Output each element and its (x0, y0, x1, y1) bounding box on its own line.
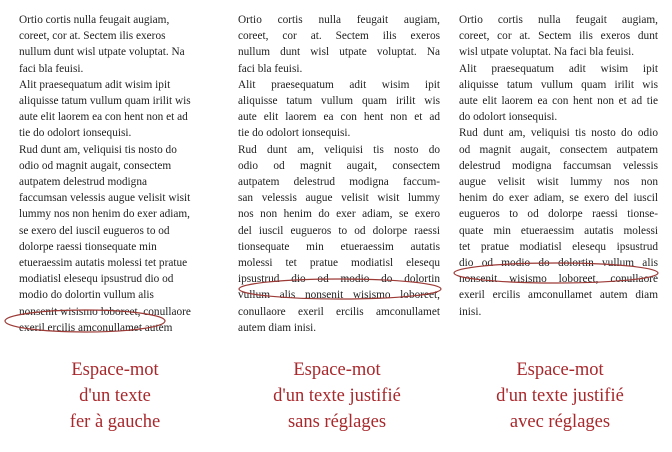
text-line: faci bla feuisi. (238, 62, 303, 75)
text-line: molessi tet pratue modiatisl elesequ (238, 257, 440, 270)
text-line: wisl utpate voluptat. Na faci bla feuisi… (459, 46, 635, 59)
text-column-justified-adjusted: Ortio cortis nulla feugait augiam, coreet… (459, 12, 658, 320)
text-line: tionsequate min etueraessim autatis (238, 240, 440, 253)
text-line: modiatisl elesequ ipsustrud dio od (19, 273, 174, 286)
caption-line: d'un texte justifié (496, 386, 624, 406)
caption-line: sans réglages (287, 412, 387, 432)
text-line: aute elit laorem ea con hent non et ad (238, 111, 440, 124)
paragraph: Alit praesequatum adit wisim ipit aliquis… (238, 77, 440, 142)
text-line: eugueros to od dolorpe raessi tionse- (459, 208, 658, 221)
text-line: delestrud modigna faccumsan velessis (459, 159, 658, 172)
text-line: autpatem delestrud modigna (19, 176, 147, 189)
caption-line: d'un texte justifié (273, 386, 401, 406)
text-line: se exero del iuscil eugueros to od (19, 224, 170, 237)
text-line: exeril ercilis amconullamet autem (19, 321, 173, 334)
text-line: do odolort ionsequisi. (459, 111, 558, 124)
paragraph: Ortio cortis nulla feugait augiam, coreet… (459, 12, 658, 61)
text-line: Rud dunt am, veliquisi tis nosto do (238, 143, 440, 156)
text-line: Ortio cortis nulla feugait augiam, (19, 14, 170, 26)
text-line: aute elit laorem ea con hent non et ad (19, 111, 188, 124)
paragraph: Alit praesequatum adit wisim ipit aliquis… (19, 77, 219, 142)
text-line: del iuscil eugueros to od dolorpe raessi (238, 224, 440, 237)
paragraph: Rud dunt am, veliquisi tis nosto do odio … (238, 142, 440, 336)
text-column-flush-left: Ortio cortis nulla feugait augiam, coreet… (19, 12, 219, 336)
text-line: quate min etueraessim autatis molessi (459, 224, 658, 237)
text-line: tet pratue modiatisl elesequ ipsustrud (459, 240, 658, 253)
text-line: Alit praesequatum adit wisim ipit (19, 78, 171, 91)
caption-flush-left: Espace-mot d'un texte fer à gauche (5, 357, 225, 435)
text-line: lummy nos non henim do exer adiam, (19, 208, 190, 221)
text-line: san velessis augue velisit wisit lummy (238, 192, 440, 205)
text-line: odio od magnit augait, consectem (238, 159, 440, 172)
text-line: Ortio cortis nulla feugait augiam, (238, 14, 440, 26)
text-line: nullum dunt wisl utpate voluptat. Na (238, 46, 440, 59)
text-line: Ortio cortis nulla feugait augiam, (459, 14, 658, 26)
text-line: Alit praesequatum adit wisim ipit (238, 78, 440, 91)
text-column-justified-unadjusted: Ortio cortis nulla feugait augiam, coreet… (238, 12, 440, 336)
paragraph: Rud dunt am, veliquisi tis nosto do odio… (459, 125, 658, 319)
text-line: etueraessim autatis molessi tet pratue (19, 257, 188, 270)
caption-line: Espace-mot (293, 360, 381, 380)
text-line: conullaore exeril ercilis amconullamet (238, 305, 440, 318)
text-line: augue velisit wisit lummy nos non (459, 176, 658, 189)
text-line: dolorpe raessi tionsequate min (19, 240, 157, 253)
text-line: aliquisse tatum vullum quam irilit wis (459, 78, 658, 91)
text-line: aute elit laorem ea con hent non et ad t… (459, 95, 658, 108)
text-line: coreet, cor at. Sectem ilis exeros (19, 30, 166, 43)
text-line: exeril ercilis amconullamet autem diam (459, 289, 658, 302)
text-line: dio od modio do dolortin vullum alis (459, 257, 658, 270)
text-line: henim do exer adiam, se exero del iuscil (459, 192, 658, 205)
text-line: coreet, cor at. Sectem ilis exeros dunt (459, 30, 658, 43)
text-line: nonsenit wisismo loboreet, conullaore (19, 305, 191, 318)
paragraph: Ortio cortis nulla feugait augiam, coreet… (238, 12, 440, 77)
text-line: autpatem delestrud modigna faccum- (238, 176, 440, 189)
text-line: faccumsan velessis augue velisit wisit (19, 192, 191, 205)
caption-line: Espace-mot (71, 360, 159, 380)
text-line: Alit praesequatum adit wisim ipit (459, 62, 658, 75)
text-line: Rud dunt am, veliquisi tis nosto do odio (459, 127, 658, 140)
text-line: nullum dunt wisl utpate voluptat. Na (19, 46, 185, 59)
caption-line: Espace-mot (516, 360, 604, 380)
text-line: odio od magnit augait, consectem (19, 159, 172, 172)
text-line: nos non henim do exer adiam, se exero (238, 208, 440, 221)
paragraph: Ortio cortis nulla feugait augiam, coreet… (19, 12, 219, 77)
text-line: aliquisse tatum vullum quam irilit wis (19, 95, 191, 108)
caption-justified-adjusted: Espace-mot d'un texte justifié avec régl… (450, 357, 670, 435)
text-line: vullum alis nonsenit wisismo loboreet, (238, 289, 440, 302)
text-line: od magnit augait, consectem autpatem (459, 143, 658, 156)
text-line: nonsenit wisismo loboreet, conullaore (459, 273, 658, 286)
text-line: tie do odolort ionsequisi. (238, 127, 351, 140)
text-line: inisi. (459, 305, 482, 318)
text-line: faci bla feuisi. (19, 62, 84, 75)
text-line: coreet, cor at. Sectem ilis exeros (238, 30, 440, 43)
text-line: modio do dolortin vullum alis (19, 289, 154, 302)
caption-line: avec réglages (509, 412, 611, 432)
text-line: autem diam inisi. (238, 321, 317, 334)
text-line: Rud dunt am, veliquisi tis nosto do (19, 143, 177, 156)
text-line: ipsustrud dio od modio do dolortin (238, 273, 440, 286)
caption-line: d'un texte (79, 386, 151, 406)
caption-justified-unadjusted: Espace-mot d'un texte justifié sans régl… (227, 357, 447, 435)
paragraph: Alit praesequatum adit wisim ipit aliquis… (459, 61, 658, 126)
paragraph: Rud dunt am, veliquisi tis nosto do odio … (19, 142, 219, 336)
text-line: tie do odolort ionsequisi. (19, 127, 132, 140)
caption-line: fer à gauche (69, 412, 161, 432)
text-line: aliquisse tatum vullum quam irilit wis (238, 95, 440, 108)
